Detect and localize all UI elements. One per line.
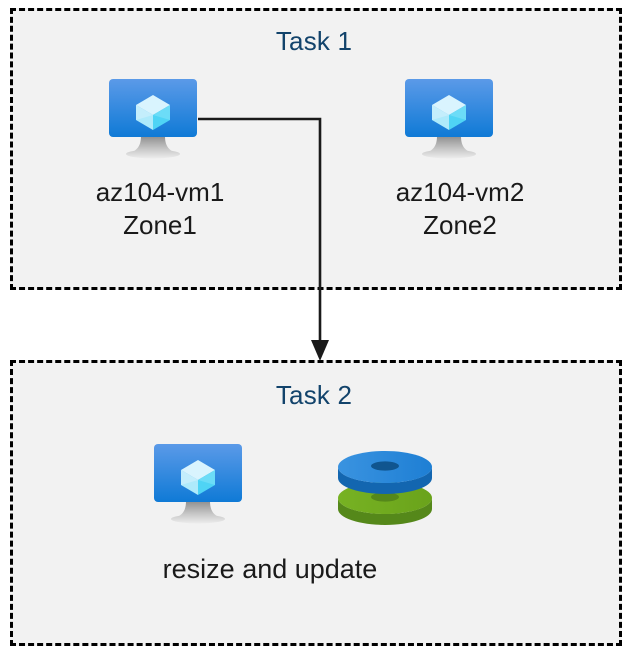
- vm1-label: az104-vm1 Zone1: [95, 177, 225, 241]
- task-2-container: [10, 360, 622, 646]
- vm2-label: az104-vm2 Zone2: [395, 177, 525, 241]
- task-1-title: Task 1: [275, 26, 353, 56]
- virtual-machine-icon: [153, 443, 259, 529]
- virtual-machine-icon: [404, 78, 510, 164]
- virtual-machine-icon: [108, 78, 214, 164]
- task-2-title: Task 2: [275, 380, 353, 410]
- disks-icon: [333, 443, 443, 529]
- resize-and-update-label: resize and update: [162, 554, 378, 584]
